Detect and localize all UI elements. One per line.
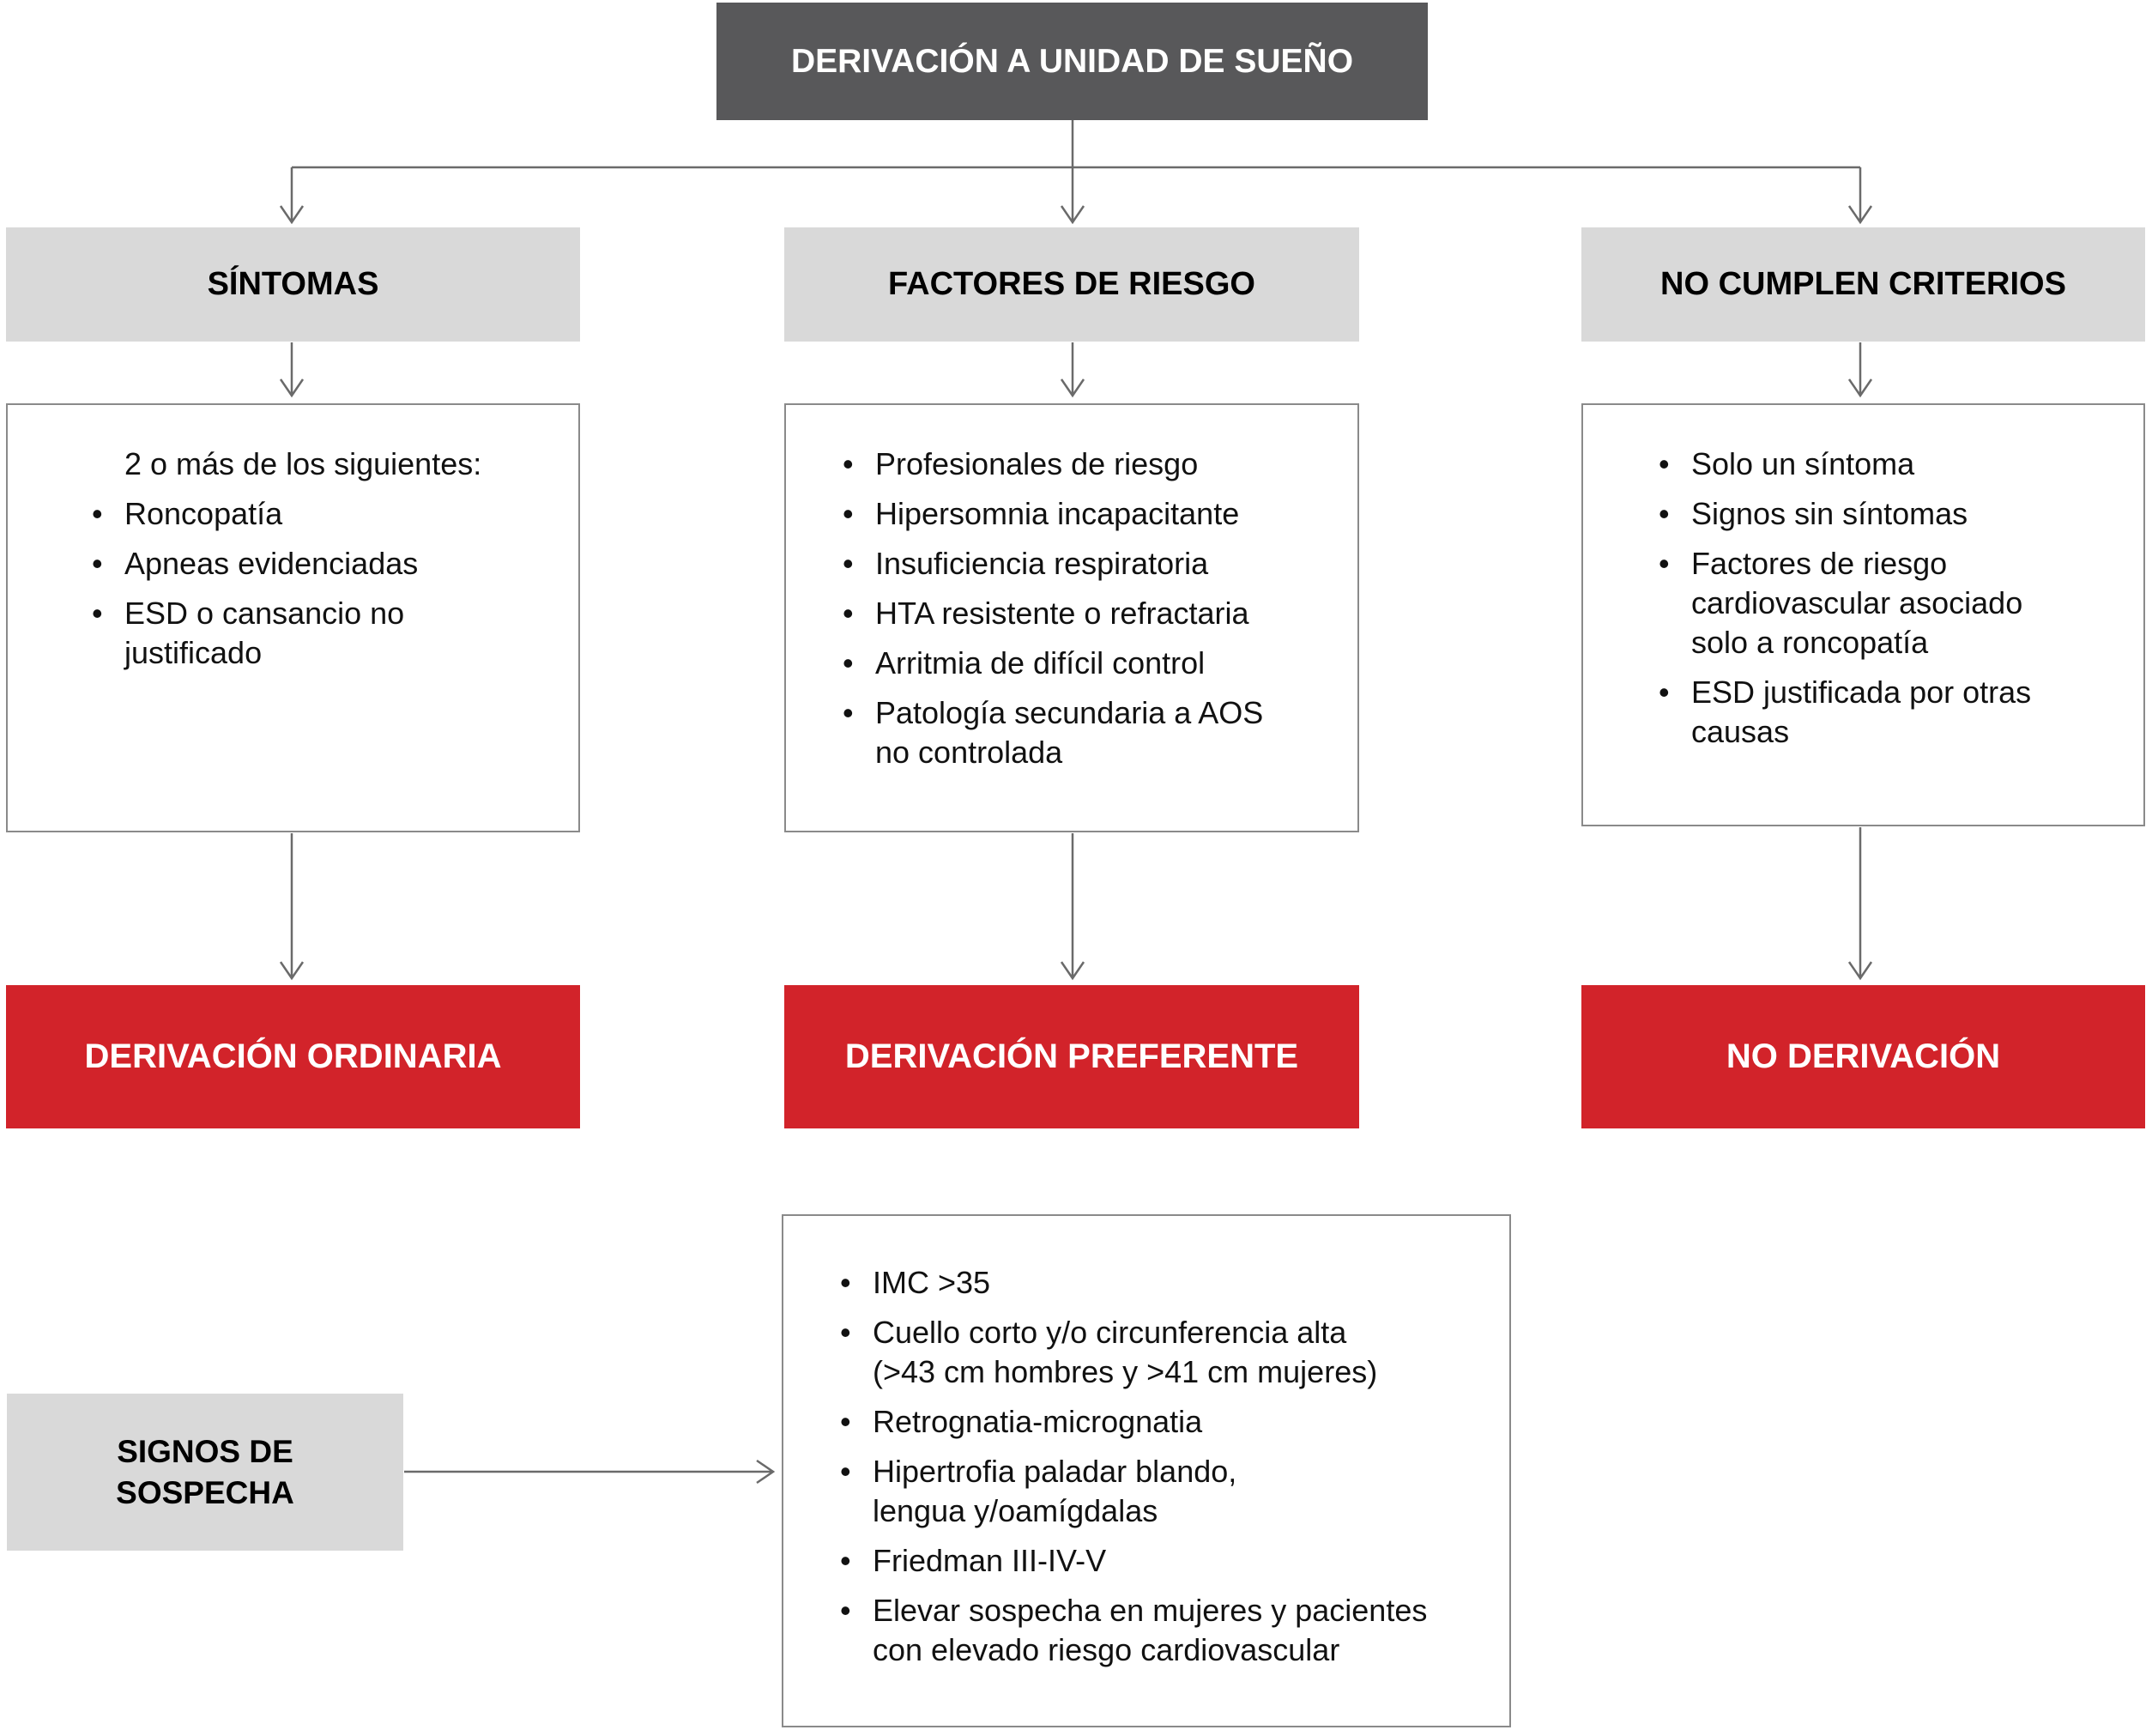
criteria-text: HTA resistente o refractaria [875, 596, 1249, 631]
bullet-marker: • [843, 645, 854, 680]
criteria-text: Friedman III-IV-V [873, 1543, 1107, 1578]
outcome-no-derivacion: NO DERIVACIÓN [1581, 985, 2145, 1128]
page-title: DERIVACIÓN A UNIDAD DE SUEÑO [790, 42, 1354, 80]
signos-de-sospecha-box: SIGNOS DE SOSPECHA [7, 1394, 403, 1551]
criteria-text: Profesionales de riesgo [875, 446, 1199, 481]
panel-factores-criteria: • Profesionales de riesgo • Hipersomnia in… [784, 403, 1359, 832]
bullet-marker: • [1659, 674, 1670, 710]
header-criterios-label: NO CUMPLEN CRITERIOS [1660, 266, 2066, 302]
list-item: • Arritmia de difícil control [843, 644, 1337, 683]
panel-criterios-criteria: • Solo un síntoma • Signos sin síntomas • F… [1581, 403, 2145, 826]
list-item: • Factores de riesgo cardiovascular asoci… [1659, 544, 2123, 662]
bullet-marker: • [840, 1454, 851, 1489]
header-sintomas-label: SÍNTOMAS [207, 266, 379, 302]
outcome-derivacion-ordinaria: DERIVACIÓN ORDINARIA [6, 985, 580, 1128]
criteria-text: Signos sin síntomas [1691, 496, 1968, 531]
arrow-sintomas-to-panel [279, 342, 305, 398]
factores-bullet-list: • Profesionales de riesgo • Hipersomnia in… [843, 445, 1337, 772]
outcome-derivacion-preferente: DERIVACIÓN PREFERENTE [784, 985, 1359, 1128]
bullet-marker: • [840, 1265, 851, 1300]
list-item: • Friedman III-IV-V [840, 1541, 1489, 1581]
criteria-text: Patología secundaria a AOS no controlada [875, 695, 1264, 770]
panel-signos-list: • IMC >35 • Cuello corto y/o circunferenci… [782, 1214, 1511, 1727]
sintomas-bullet-list: • Roncopatía • Apneas evidenciadas • ESD o … [92, 494, 554, 673]
arrow-sintomas-to-outcome [279, 833, 305, 981]
criterios-bullet-list: • Solo un síntoma • Signos sin síntomas • F… [1659, 445, 2123, 752]
list-item: • Roncopatía [92, 494, 554, 534]
list-item: • Signos sin síntomas [1659, 494, 2123, 534]
header-factores-de-riesgo: FACTORES DE RIESGO [784, 227, 1359, 342]
bullet-marker: • [92, 496, 103, 531]
bullet-marker: • [1659, 546, 1670, 581]
criteria-text: ESD o cansancio no justificado [124, 596, 405, 670]
outcome-label: DERIVACIÓN ORDINARIA [84, 1037, 502, 1075]
criteria-text: Cuello corto y/o circunferencia alta (>4… [873, 1315, 1378, 1389]
bullet-marker: • [840, 1315, 851, 1350]
bullet-marker: • [840, 1543, 851, 1578]
header-no-cumplen-criterios: NO CUMPLEN CRITERIOS [1581, 227, 2145, 342]
bullet-marker: • [92, 546, 103, 581]
signos-bullet-list: • IMC >35 • Cuello corto y/o circunferenci… [840, 1263, 1489, 1670]
sintomas-intro: 2 o más de los siguientes: [124, 446, 482, 481]
header-factores-label: FACTORES DE RIESGO [888, 266, 1255, 302]
criteria-text: Elevar sospecha en mujeres y pacientes c… [873, 1593, 1428, 1667]
criteria-text: Retrognatia-micrognatia [873, 1404, 1203, 1439]
criteria-text: Hipertrofia paladar blando, lengua y/oam… [873, 1454, 1237, 1528]
bullet-marker: • [840, 1404, 851, 1439]
list-item: • Hipertrofia paladar blando, lengua y/oa… [840, 1452, 1489, 1531]
arrow-signos-to-panel [404, 1459, 776, 1485]
list-item: • ESD o cansancio no justificado [92, 594, 554, 673]
criteria-text: Insuficiencia respiratoria [875, 546, 1209, 581]
list-item: • HTA resistente o refractaria [843, 594, 1337, 633]
bullet-marker: • [843, 446, 854, 481]
list-item: • IMC >35 [840, 1263, 1489, 1303]
arrow-to-factores [1060, 167, 1085, 225]
arrow-criterios-to-outcome [1847, 827, 1873, 981]
bullet-marker: • [1659, 446, 1670, 481]
bullet-marker: • [843, 546, 854, 581]
criteria-text: Arritmia de difícil control [875, 645, 1206, 680]
arrow-factores-to-panel [1060, 342, 1085, 398]
arrow-factores-to-outcome [1060, 833, 1085, 981]
list-item: • Retrognatia-micrognatia [840, 1402, 1489, 1442]
list-item: • Elevar sospecha en mujeres y pacientes … [840, 1591, 1489, 1670]
outcome-label: NO DERIVACIÓN [1726, 1037, 2001, 1075]
criteria-text: IMC >35 [873, 1265, 991, 1300]
outcome-label: DERIVACIÓN PREFERENTE [844, 1037, 1299, 1075]
criteria-text: ESD justificada por otras causas [1691, 674, 2032, 749]
list-item: • Cuello corto y/o circunferencia alta (>… [840, 1313, 1489, 1392]
arrow-to-sintomas [279, 167, 305, 225]
bullet-marker: • [840, 1593, 851, 1628]
criteria-text: Factores de riesgo cardiovascular asocia… [1691, 546, 2023, 660]
criteria-text: Roncopatía [124, 496, 283, 531]
arrow-to-criterios [1847, 167, 1873, 225]
list-item: • Apneas evidenciadas [92, 544, 554, 584]
list-item: • ESD justificada por otras causas [1659, 673, 2123, 752]
criteria-text: Apneas evidenciadas [124, 546, 419, 581]
bullet-marker: • [843, 596, 854, 631]
bullet-marker: • [843, 695, 854, 730]
panel-sintomas-criteria: 2 o más de los siguientes: • Roncopatía •… [6, 403, 580, 832]
list-item: • Hipersomnia incapacitante [843, 494, 1337, 534]
bullet-marker: • [92, 596, 103, 631]
criteria-text: Hipersomnia incapacitante [875, 496, 1240, 531]
arrow-criterios-to-panel [1847, 342, 1873, 398]
header-sintomas: SÍNTOMAS [6, 227, 580, 342]
signos-label: SIGNOS DE SOSPECHA [116, 1433, 294, 1510]
bullet-marker: • [1659, 496, 1670, 531]
criteria-text: Solo un síntoma [1691, 446, 1915, 481]
list-item: • Patología secundaria a AOS no controlad… [843, 693, 1337, 772]
list-item: • Insuficiencia respiratoria [843, 544, 1337, 584]
bullet-marker: • [843, 496, 854, 531]
list-item: • Profesionales de riesgo [843, 445, 1337, 484]
title-box: DERIVACIÓN A UNIDAD DE SUEÑO [716, 3, 1428, 120]
list-item: • Solo un síntoma [1659, 445, 2123, 484]
